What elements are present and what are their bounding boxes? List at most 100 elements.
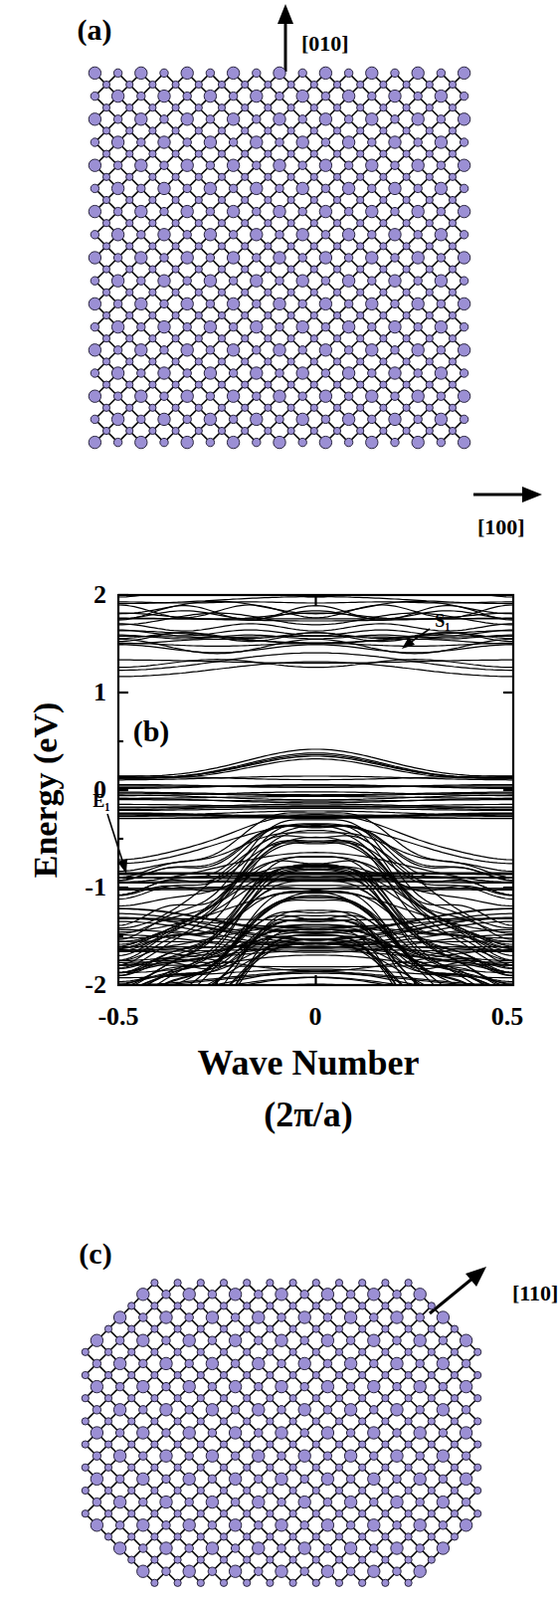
atom	[102, 150, 110, 158]
atom	[241, 335, 249, 343]
atom	[250, 136, 263, 149]
atom	[158, 320, 171, 333]
atom	[287, 288, 295, 296]
atom	[379, 335, 387, 343]
atom	[137, 138, 146, 147]
atom	[379, 403, 387, 411]
atom	[411, 435, 424, 448]
atom	[194, 150, 202, 158]
atom	[241, 403, 249, 411]
atom	[344, 206, 353, 215]
atom	[296, 274, 309, 287]
atom	[319, 251, 332, 264]
atom	[228, 138, 237, 147]
atom	[217, 173, 225, 181]
atom	[273, 344, 286, 357]
atom	[413, 91, 422, 100]
atom	[287, 426, 295, 434]
atom	[226, 113, 239, 126]
atom	[102, 426, 110, 434]
atom	[158, 274, 171, 287]
atom	[102, 358, 110, 366]
atom	[448, 104, 456, 112]
atom	[252, 299, 261, 308]
atom	[217, 380, 225, 388]
atom	[390, 253, 399, 262]
atom	[135, 435, 148, 448]
atom	[357, 173, 365, 181]
atom	[217, 104, 225, 112]
atom	[181, 66, 193, 79]
atom	[205, 206, 214, 215]
atom	[275, 230, 284, 239]
atom	[457, 204, 470, 217]
atom	[310, 288, 318, 296]
atom	[217, 265, 225, 273]
atom	[275, 276, 284, 285]
atom	[273, 297, 286, 310]
atom	[241, 242, 249, 250]
atom	[241, 150, 249, 158]
atom	[310, 173, 318, 181]
atom	[457, 344, 470, 357]
atom	[194, 173, 202, 181]
atom	[448, 242, 456, 250]
atom	[425, 403, 433, 411]
atom	[273, 159, 286, 172]
atom	[275, 322, 284, 331]
atom	[368, 276, 376, 285]
atom	[111, 182, 124, 194]
atom	[296, 367, 309, 379]
atom	[228, 184, 237, 192]
atom	[183, 322, 191, 331]
atom	[241, 104, 249, 112]
atom	[126, 242, 134, 250]
atom	[296, 412, 309, 425]
atom	[402, 380, 410, 388]
atom	[457, 66, 470, 79]
atom	[413, 184, 422, 192]
atom	[102, 242, 110, 250]
atom	[113, 253, 122, 262]
atom	[344, 115, 353, 124]
atom	[425, 80, 433, 88]
atom	[459, 276, 468, 285]
atom	[448, 173, 456, 181]
atom	[296, 89, 309, 102]
atom	[457, 113, 470, 126]
atom	[102, 403, 110, 411]
atom	[88, 297, 101, 310]
atom	[88, 435, 101, 448]
atom	[333, 80, 341, 88]
atom	[252, 391, 261, 400]
atom	[413, 230, 422, 239]
atom	[241, 80, 249, 88]
atom	[379, 265, 387, 273]
atom	[298, 391, 307, 400]
atom	[402, 426, 410, 434]
atom	[333, 242, 341, 250]
atom	[203, 274, 216, 287]
atom	[181, 435, 193, 448]
atom	[158, 89, 171, 102]
atom	[102, 127, 110, 135]
atom	[310, 426, 318, 434]
atom	[172, 242, 180, 250]
atom	[333, 150, 341, 158]
atom	[319, 159, 332, 172]
atom	[459, 322, 468, 331]
atom	[181, 251, 193, 264]
atom	[333, 195, 341, 203]
atom	[333, 219, 341, 227]
atom	[344, 299, 353, 308]
atom	[264, 311, 272, 319]
atom	[194, 380, 202, 388]
atom	[160, 299, 169, 308]
atom	[425, 150, 433, 158]
atom	[388, 367, 401, 379]
atom	[264, 80, 272, 88]
atom	[287, 150, 295, 158]
atom	[459, 138, 468, 147]
atom	[368, 184, 376, 192]
